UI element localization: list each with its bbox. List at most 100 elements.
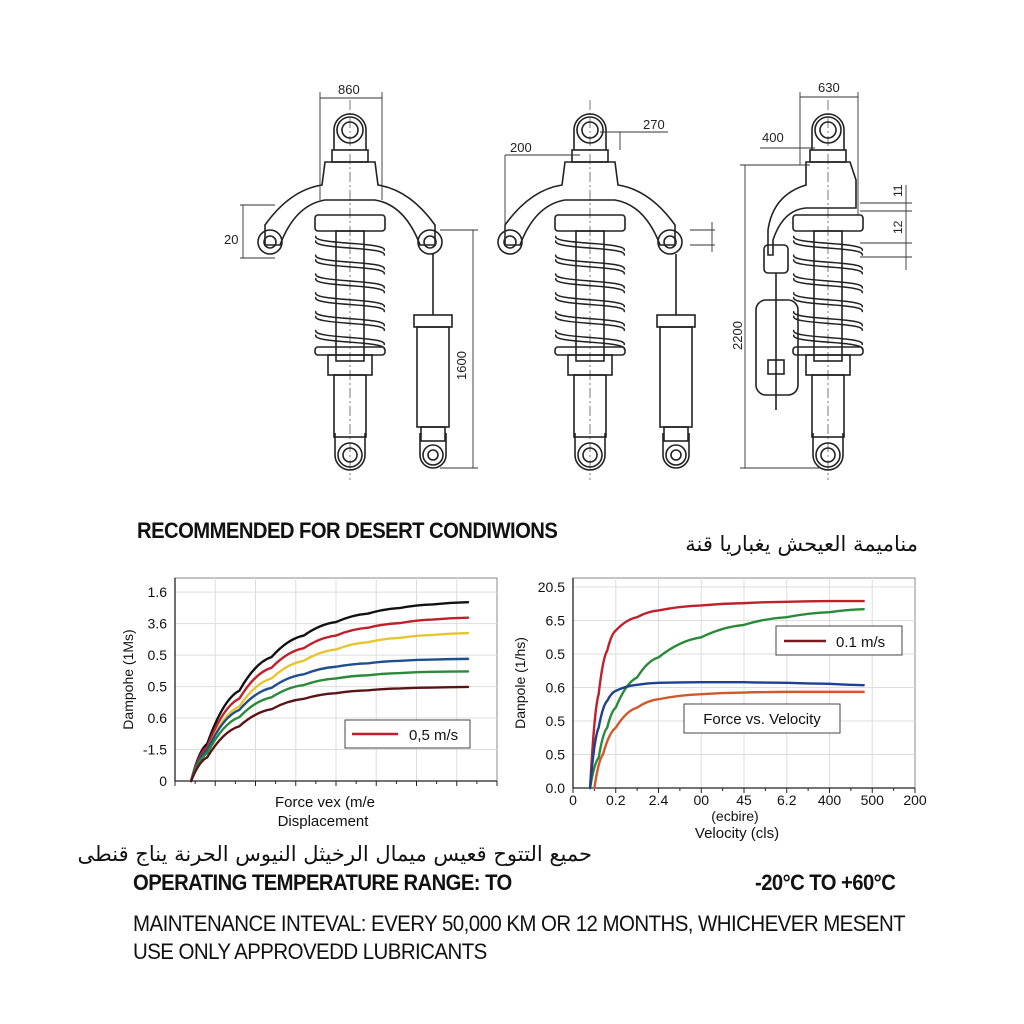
lower-tube [811,374,845,438]
x-axis-label-secondary: Displacement [278,813,370,830]
reservoir-cap [413,314,453,328]
eye-bore [427,449,439,461]
x-tick-label: 200 [903,792,927,808]
coil-spring [315,235,385,351]
series-line-black [189,601,470,783]
desert-heading: RECOMMENDED FOR DESERT CONDIWIONS [137,518,558,543]
y-tick-label: 1.6 [148,584,168,600]
x-axis-label-extra: (ecbire) [711,808,758,824]
eye-ring [665,444,687,466]
y-tick-label: 0.0 [546,780,566,796]
x-tick-label: 2.4 [649,792,669,808]
eye-bore [582,447,598,463]
dim-left-reservoir-length: 1600 [454,351,469,380]
dim-right-top-offset: 400 [762,130,784,145]
legend-label: 0,5 m/s [409,727,458,744]
y-tick-label: 0.5 [148,679,168,695]
reservoir-cap [656,314,696,328]
dim-right-overall-length: 2200 [730,321,745,350]
dim-left-width: 860 [338,82,360,97]
bottom-eye [419,433,447,469]
arabic-note: حميع التتوح قعيس ميمال الرخيثل النيوس ال… [77,842,593,866]
legend-label: 0.1 m/s [836,634,885,651]
annotation-box [683,703,841,734]
eye-bore [820,447,836,463]
series-line-blue [189,657,470,783]
damper-body [813,230,843,362]
pivot-bushing [257,229,283,255]
x-tick-label: 0.2 [606,792,626,808]
dim-right-width: 630 [818,80,840,95]
temperature-value: -20°C TO +60°C [755,870,896,895]
damper-body [575,230,605,362]
reservoir-body [659,326,693,428]
y-tick-label: 0.5 [546,646,566,662]
x-tick-label: 45 [736,792,752,808]
pivot-bushing [497,229,523,255]
coil-spring [555,235,625,351]
y-tick-label: 3.6 [148,616,168,632]
dim-center-arm-offset: 200 [510,140,532,155]
x-tick-label: 00 [693,792,709,808]
reservoir-body [755,299,799,396]
x-tick-label: 500 [861,792,885,808]
lubricants-note: USE ONLY APPROVEDD LUBRICANTS [133,939,487,964]
y-tick-label: 0 [159,773,167,789]
shock-absorber-left [257,100,453,480]
annotation-label: Force vs. Velocity [703,711,821,728]
dim-center-width: 270 [643,117,665,132]
eye-bore [342,447,358,463]
x-tick-label: 6.2 [777,792,797,808]
damper-body [335,230,365,362]
series-line-yellow [189,631,470,783]
bridge-arm [264,161,436,246]
bottom-eye [334,433,366,471]
series-line-green [588,607,865,790]
x-tick-label: 0 [569,792,577,808]
x-axis-label: Force vex (m/e [275,794,375,811]
x-axis-label: Velocity (cls) [695,825,779,842]
pivot-bolt [423,235,437,249]
eye-ring [577,442,603,468]
bottom-eye [574,433,606,471]
shock-absorber-right [755,100,864,480]
desert-heading-arabic: مناميمة العيحش يغباريا قنة [685,532,918,556]
series-line-red [588,599,865,790]
y-tick-label: -1.5 [143,742,167,758]
series-line-blue [588,680,865,790]
y-axis-label: Danpole (1/hs) [512,637,528,729]
eye-ring [815,442,841,468]
series-line-green [189,670,470,783]
maintenance-note: MAINTENANCE INTEVAL: EVERY 50,000 KM OR … [133,911,906,936]
reservoir-fitting [767,359,785,375]
y-tick-label: 0.6 [546,680,566,696]
y-axis-label: Dampohe (1Ms) [120,629,136,729]
shock-absorber-center [497,100,696,480]
coil-spring [793,235,863,351]
y-tick-label: 0.6 [148,710,168,726]
reservoir-body [416,326,450,428]
y-tick-label: 0.5 [546,747,566,763]
bottom-eye [662,433,690,469]
eye-ring [337,442,363,468]
series-line-red [189,616,470,783]
pivot-bolt [663,235,677,249]
eye-ring [422,444,444,466]
eye-bore [670,449,682,461]
dim-left-arm-offset: 20 [224,232,238,247]
reservoir-neck [663,426,689,442]
lower-tube [573,374,607,438]
bottom-eye [812,433,844,471]
series-line-orange [593,690,865,790]
y-tick-label: 6.5 [546,613,566,629]
pivot-bushing [417,229,443,255]
y-tick-label: 0.5 [546,713,566,729]
lower-tube [333,374,367,438]
dim-right-gap-b: 12 [891,220,905,234]
y-tick-label: 0.5 [148,647,168,663]
x-tick-label: 400 [818,792,842,808]
pivot-bolt [263,235,277,249]
reservoir-neck [420,426,446,442]
side-mount [767,161,857,256]
